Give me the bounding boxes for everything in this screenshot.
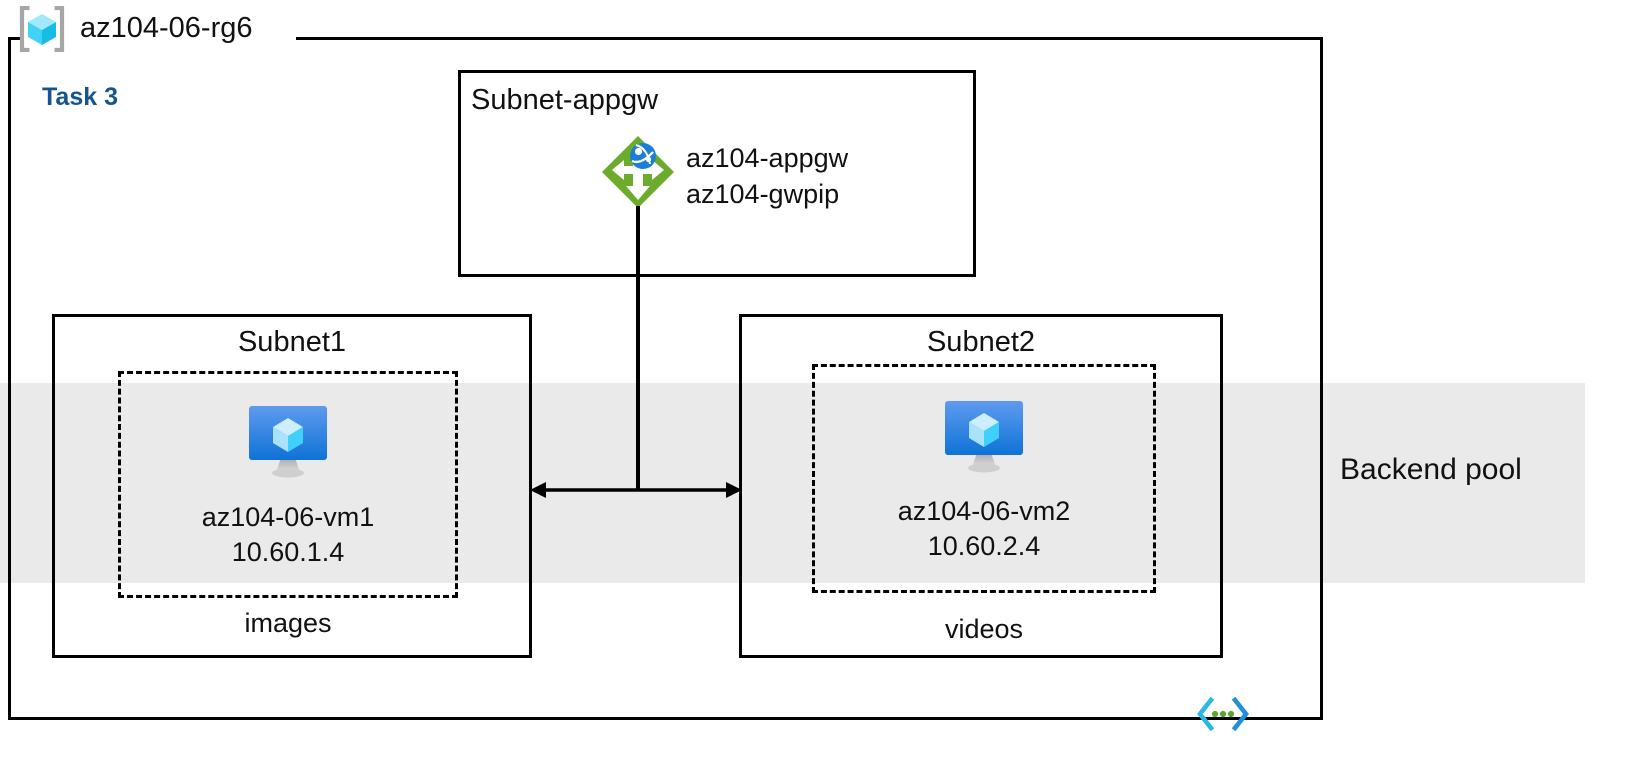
subnet-appgw-title: Subnet-appgw [471,84,659,116]
subnet-appgw-box [458,70,976,277]
subnet2-box [739,314,1223,658]
subnet2-vm-container [812,364,1156,593]
subnet1-vm-container [118,371,458,598]
virtual-machine-icon [941,397,1027,475]
virtual-machine-icon [245,402,331,480]
subnet-link-arrow [520,472,752,508]
subnet2-title: Subnet2 [926,326,1036,358]
vm1-ip: 10.60.1.4 [231,536,345,567]
gwpip-name: az104-gwpip [686,178,840,209]
gateway-connector-line [636,206,640,491]
code-brackets-icon [1197,696,1249,732]
application-gateway-icon [600,134,676,210]
subnet1-title: Subnet1 [237,326,347,358]
subnet1-box [52,314,532,658]
task-label: Task 3 [42,83,118,111]
appgw-name: az104-appgw [686,143,849,173]
vm1-name: az104-06-vm1 [201,502,375,532]
appgw-resource-labels: az104-appgw az104-gwpip [686,141,848,212]
backend-pool-label: Backend pool [1340,453,1522,486]
subnet2-vm-labels: az104-06-vm2 10.60.2.4 [812,494,1156,563]
vm2-name: az104-06-vm2 [897,496,1071,526]
subnet1-storage-label: images [244,608,332,638]
resource-group-icon [18,5,66,53]
resource-group-boundary [8,37,1323,720]
vm2-ip: 10.60.2.4 [927,530,1041,561]
subnet1-vm-labels: az104-06-vm1 10.60.1.4 [118,500,458,569]
resource-group-name: az104-06-rg6 [80,12,253,44]
resource-group-label-gap [24,28,296,48]
subnet2-storage-label: videos [944,614,1024,644]
